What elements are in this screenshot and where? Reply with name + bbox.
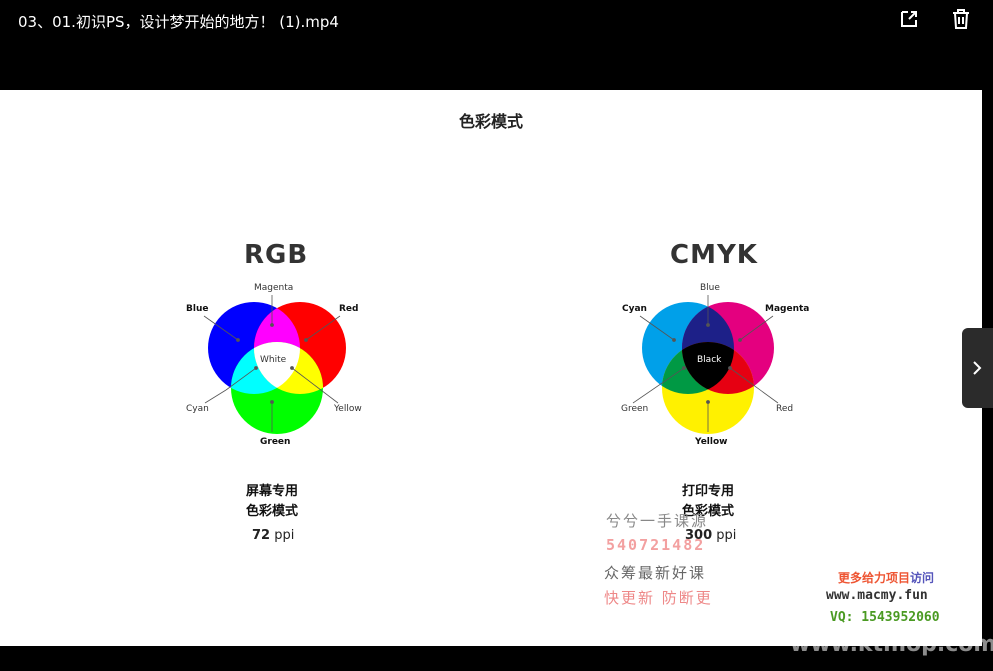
rgb-label-blue: Blue — [186, 304, 209, 314]
promo-line1-text: 更多给力项目 — [838, 571, 911, 585]
cmyk-label-magenta: Magenta — [765, 304, 810, 314]
open-external-icon[interactable] — [898, 8, 920, 30]
watermark-line1: 兮兮一手课源 — [606, 512, 709, 530]
watermark-line4: 快更新 防断更 — [604, 589, 713, 607]
rgb-label-red: Red — [339, 304, 359, 314]
cmyk-caption-line1: 打印专用 — [681, 484, 734, 499]
promo-line1: 更多给力项目访问 — [838, 569, 934, 586]
cmyk-label-blue: Blue — [700, 283, 720, 293]
video-title: 03、01.初识PS，设计梦开始的地方！ (1).mp4 — [18, 13, 339, 31]
cmyk-label-yellow: Yellow — [695, 437, 728, 447]
rgb-caption: 屏幕专用 色彩模式 — [220, 482, 324, 522]
watermark-line2: 540721482 — [606, 536, 706, 554]
rgb-ppi-unit: ppi — [270, 528, 295, 543]
next-button[interactable] — [962, 328, 993, 408]
trash-icon[interactable] — [950, 8, 972, 30]
rgb-label-yellow: Yellow — [334, 404, 362, 414]
chevron-right-icon — [973, 361, 982, 375]
watermark-line3: 众筹最新好课 — [604, 564, 707, 582]
site-watermark: www.ktmop.com — [790, 632, 993, 657]
cmyk-label-green: Green — [621, 404, 649, 414]
rgb-label-green: Green — [260, 437, 291, 447]
cmyk-label-black: Black — [697, 355, 722, 365]
rgb-label-cyan: Cyan — [186, 404, 209, 414]
cmyk-label-cyan: Cyan — [622, 304, 647, 314]
promo-line1-suffix: 访问 — [910, 571, 935, 585]
cmyk-ppi-unit: ppi — [712, 528, 737, 543]
rgb-ppi: 72 ppi — [252, 528, 294, 543]
cmyk-label-red: Red — [776, 404, 794, 414]
rgb-label-magenta: Magenta — [254, 283, 294, 293]
slide-title: 色彩模式 — [458, 112, 523, 131]
promo-line2: www.macmy.fun — [826, 588, 928, 603]
title-bar: 03、01.初识PS，设计梦开始的地方！ (1).mp4 — [0, 0, 993, 90]
cmyk-caption: 打印专用 色彩模式 — [656, 482, 760, 522]
cmyk-ppi-value: 300 — [685, 528, 713, 543]
cmyk-caption-line2: 色彩模式 — [681, 504, 734, 519]
cmyk-diagram — [632, 295, 779, 434]
rgb-heading: RGB — [244, 240, 309, 270]
rgb-label-white: White — [260, 355, 287, 365]
rgb-caption-line2: 色彩模式 — [245, 504, 298, 519]
rgb-caption-line1: 屏幕专用 — [245, 484, 298, 499]
promo-line3: VQ: 1543952060 — [830, 610, 940, 625]
cmyk-ppi: 300 ppi — [685, 528, 736, 543]
rgb-ppi-value: 72 — [252, 528, 271, 543]
rgb-diagram — [203, 295, 346, 434]
video-frame: 色彩模式 RGB CMYK Magenta Blue Red White Cya… — [0, 90, 982, 646]
cmyk-heading: CMYK — [670, 240, 758, 270]
